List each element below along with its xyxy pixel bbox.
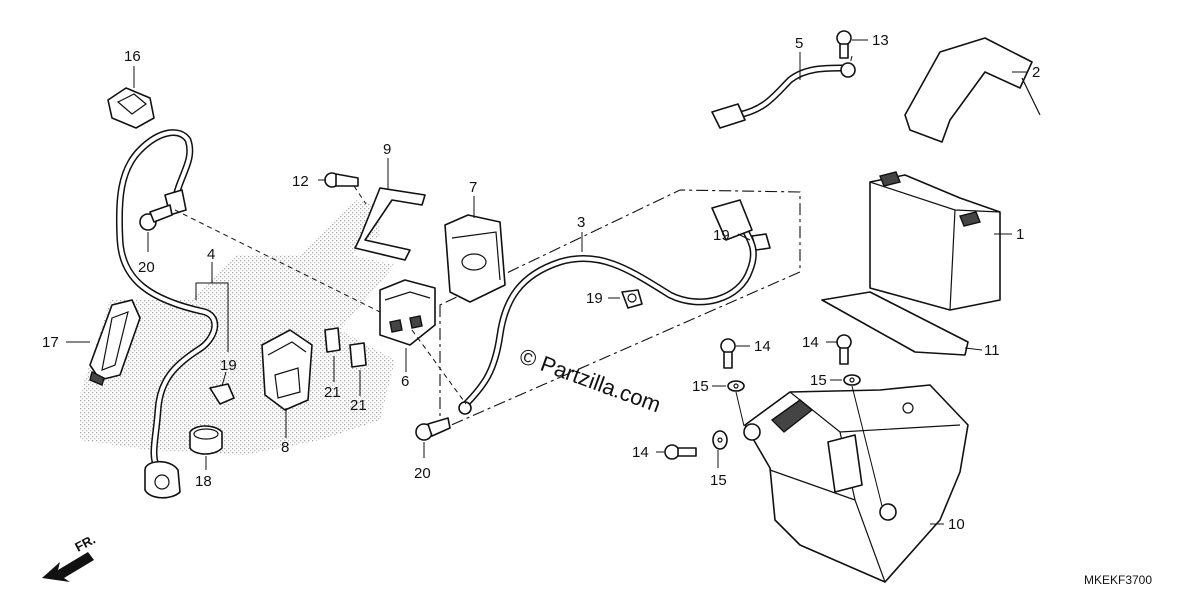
part-18-clamp [189, 425, 223, 455]
part-15-washer-c [712, 430, 728, 450]
part-12-bolt [324, 172, 359, 188]
part-17-fuse-box [89, 299, 141, 386]
callout-15-a: 15 [692, 378, 709, 395]
callout-6: 6 [401, 373, 409, 390]
part-15-washer-a [727, 380, 745, 392]
part-5-ground-cable [711, 62, 856, 129]
callout-18: 18 [195, 473, 212, 490]
part-7-relay-cover [444, 214, 506, 303]
callout-10: 10 [948, 516, 965, 533]
part-19-clip-middle [621, 289, 643, 309]
part-2-battery-band [904, 37, 1041, 143]
part-20-bolt-left [139, 204, 173, 231]
part-14-bolt-b [836, 334, 852, 365]
leader-lines [66, 39, 1028, 525]
callout-8: 8 [281, 439, 289, 456]
part-21-fuse-a [324, 327, 341, 353]
part-3-battery-cable [458, 199, 757, 415]
callout-19-a: 19 [220, 357, 237, 374]
callout-21-a: 21 [324, 384, 341, 401]
callout-21-b: 21 [350, 397, 367, 414]
harness-frame [439, 189, 801, 431]
callout-12: 12 [292, 173, 309, 190]
part-1-battery [869, 171, 1001, 311]
part-13-bolt [836, 30, 852, 59]
part-14-bolt-c [664, 444, 697, 460]
callout-3: 3 [577, 214, 585, 231]
callout-14-c: 14 [632, 444, 649, 461]
callout-20-a: 20 [138, 259, 155, 276]
part-8-cap [261, 329, 313, 411]
part-16-clip [107, 87, 155, 129]
callout-2: 2 [1032, 64, 1040, 81]
watermark: © Partzilla.com [516, 343, 664, 417]
callout-14-a: 14 [754, 338, 771, 355]
direction-arrow-icon [42, 552, 94, 582]
direction-label: FR. [72, 532, 98, 555]
callout-19-c: 19 [713, 227, 730, 244]
callout-19-b: 19 [586, 290, 603, 307]
callout-9: 9 [383, 141, 391, 158]
callout-13: 13 [872, 32, 889, 49]
callout-17: 17 [42, 334, 59, 351]
part-6-relay [379, 279, 436, 346]
callout-15-b: 15 [810, 372, 827, 389]
callout-15-c: 15 [710, 472, 727, 489]
callout-7: 7 [469, 179, 477, 196]
callout-16: 16 [124, 48, 141, 65]
part-10-battery-box [743, 384, 969, 583]
part-9-bracket [354, 187, 426, 261]
part-14-bolt-a [720, 338, 736, 369]
callout-11: 11 [984, 342, 1000, 359]
callout-5: 5 [795, 35, 803, 52]
part-20-bolt-bottom [415, 417, 451, 441]
part-15-washer-b [843, 374, 861, 386]
part-21-fuse-b [349, 342, 367, 368]
callout-20-b: 20 [414, 465, 431, 482]
callout-1: 1 [1016, 226, 1024, 243]
front-direction-indicator: FR. [42, 532, 98, 582]
callout-4: 4 [207, 246, 215, 263]
callout-labels: 1 2 3 4 5 6 7 8 9 10 11 12 13 14 14 14 1… [42, 32, 1040, 533]
diagram-code: MKEKF3700 [1084, 573, 1152, 587]
callout-14-b: 14 [802, 334, 819, 351]
